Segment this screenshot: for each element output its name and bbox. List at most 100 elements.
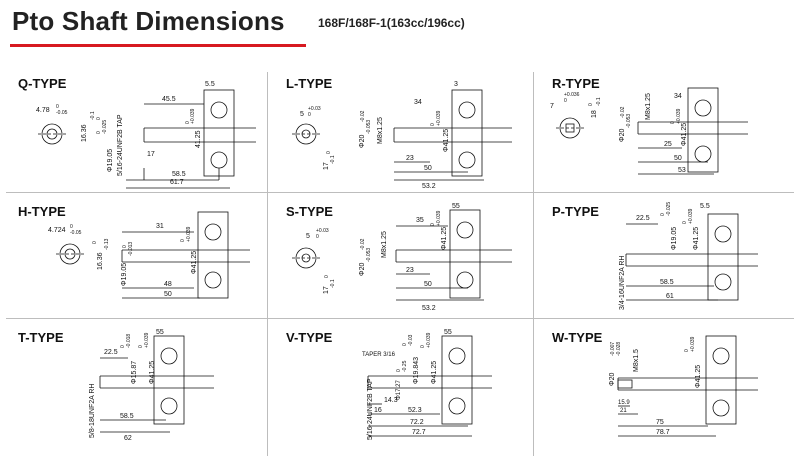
h-type-drawing: 4.724 -0.05 0 16.36 -0.13 0 Φ19.05 -0.01… xyxy=(48,211,250,299)
w-mid-a: 15.9 xyxy=(618,400,630,406)
s-d2-tol: -0.1 xyxy=(330,279,336,288)
panel-v-type: V-TYPE TAPER 3/16 5/16-24UNF2B TAP Φ17.2… xyxy=(272,322,534,444)
type-label: T-TYPE xyxy=(18,330,64,345)
l-d1: 5 xyxy=(300,111,304,118)
s-top-b: 55 xyxy=(452,203,460,210)
panel-h-type: H-TYPE 4.724 -0.05 0 16.36 -0.13 0 Φ19.0… xyxy=(4,196,266,318)
r-thread: M8x1.25 xyxy=(645,93,652,120)
dimension-grid: Q-TYPE 4.78 -0.05 0 16.36 -0.1 0 Φ19.05 … xyxy=(0,68,800,458)
h-d1-tol2: 0 xyxy=(70,224,73,230)
v-d-b: Φ41.25 xyxy=(431,361,438,384)
s-d-a-tol2: -0.02 xyxy=(360,238,366,250)
h-d2-tol: -0.13 xyxy=(104,238,110,250)
s-d-b: Φ41.25 xyxy=(441,227,448,250)
p-thread: 3/4-16UNF2A RH xyxy=(619,256,626,310)
r-d2-tol: -0.1 xyxy=(596,97,602,106)
l-type-drawing: 5 +0.03 0 17 -0.1 0 Φ20 -0.053 -0.02 M8x… xyxy=(292,81,512,190)
l-thread: M8x1.25 xyxy=(377,117,384,144)
t-type-drawing: 5/8-18UNF2A RH Φ15.87 -0.018 0 Φ41.25 +0… xyxy=(89,329,214,442)
r-d-a: Φ20 xyxy=(619,129,626,142)
p-d-a-tol2: 0 xyxy=(660,213,666,216)
s-d-b-tol2: 0 xyxy=(430,223,436,226)
q-top-a: 45.5 xyxy=(162,96,176,103)
w-d-b-tol2: 0 xyxy=(684,349,690,352)
q-thread: 5/16-24UNF2B TAP xyxy=(117,114,124,176)
q-d1: 4.78 xyxy=(36,107,50,114)
l-d-b-tol: +0.039 xyxy=(436,110,442,126)
l-d-b: Φ41.25 xyxy=(443,129,450,152)
t-d-a-tol: -0.018 xyxy=(126,334,132,348)
l-d-b-tol2: 0 xyxy=(430,123,436,126)
h-d-a: Φ19.05 xyxy=(121,263,128,286)
v-d-c: Φ17.27 xyxy=(396,380,402,400)
header: Pto Shaft Dimensions 168F/168F-1(163cc/1… xyxy=(0,0,800,52)
type-label: V-TYPE xyxy=(286,330,333,345)
s-d-a: Φ20 xyxy=(359,263,366,276)
v-d-b-tol: +0.039 xyxy=(426,332,432,348)
r-d-b-tol: +0.039 xyxy=(676,108,682,124)
l-d-a-tol2: -0.02 xyxy=(360,110,366,122)
q-bot-c: 61.7 xyxy=(170,179,184,186)
h-bot-a: 48 xyxy=(164,281,172,288)
p-d-a-tol: -0.025 xyxy=(666,202,672,216)
v-d-c-tol: -0.25 xyxy=(402,360,408,372)
p-top-b: 5.5 xyxy=(700,203,710,210)
w-bot-a: 75 xyxy=(656,419,664,426)
t-d-b-tol2: 0 xyxy=(138,345,144,348)
v-mid-b: 52.3 xyxy=(408,407,422,414)
h-d2-tol2: 0 xyxy=(92,241,98,244)
panel-p-type: P-TYPE 3/4-16UNF2A RH Φ19.05 -0.025 0 Φ4… xyxy=(538,196,800,318)
q-d-a-tol2: 0 xyxy=(96,131,102,134)
h-d-b: Φ41.25 xyxy=(191,251,198,274)
q-bot-a: 17 xyxy=(147,151,155,158)
v-d-b-tol2: 0 xyxy=(420,345,426,348)
h-top-a: 31 xyxy=(156,223,164,230)
s-d1-tol2: 0 xyxy=(316,234,319,240)
panel-t-type: T-TYPE 5/8-18UNF2A RH Φ15.87 -0.018 0 Φ4… xyxy=(4,322,266,444)
l-d1-tol2: 0 xyxy=(308,112,311,118)
w-d-a-tol: -0.028 xyxy=(616,342,622,356)
v-taper: TAPER 3/16 xyxy=(362,352,396,358)
r-d-b: Φ41.25 xyxy=(681,123,688,146)
page-title: Pto Shaft Dimensions xyxy=(12,6,285,36)
r-d1: 7 xyxy=(550,103,554,110)
l-top-a: 34 xyxy=(414,99,422,106)
v-bot-a: 16 xyxy=(374,407,382,414)
s-d-a-tol: -0.053 xyxy=(366,248,372,262)
w-mid-b: 21 xyxy=(620,408,627,414)
panel-w-type: W-TYPE Φ20 -0.028 -0.007 M8x1.5 Φ41.25 +… xyxy=(538,322,800,444)
grid-divider-h2 xyxy=(6,318,794,319)
l-d1-tol: +0.03 xyxy=(308,106,321,112)
q-d2-tol: -0.1 xyxy=(90,111,96,120)
title-underline xyxy=(10,44,306,47)
l-bot-b: 50 xyxy=(424,165,432,172)
l-d-a-tol: -0.053 xyxy=(366,120,372,134)
q-type-drawing: 4.78 -0.05 0 16.36 -0.1 0 Φ19.05 -0.025 … xyxy=(36,81,256,189)
l-bot-c: 53.2 xyxy=(422,183,436,190)
v-bot-b: 72.2 xyxy=(410,419,424,426)
t-d-a-tol2: 0 xyxy=(120,345,126,348)
type-label: W-TYPE xyxy=(552,330,603,345)
r-type-drawing: 7 +0.036 0 18 -0.1 0 Φ20 -0.053 -0.02 M8… xyxy=(550,87,748,175)
r-bot-a: 25 xyxy=(664,141,672,148)
v-d-c-tol2: 0 xyxy=(396,369,402,372)
l-d2-tol2: 0 xyxy=(326,151,332,154)
h-d-b-tol2: 0 xyxy=(180,239,186,242)
p-top-a: 22.5 xyxy=(636,215,650,222)
q-bot-b: 58.5 xyxy=(172,171,186,178)
type-label: R-TYPE xyxy=(552,76,600,91)
type-label: P-TYPE xyxy=(552,204,599,219)
s-thread: M8x1.25 xyxy=(381,231,388,258)
h-d-a-tol2: 0 xyxy=(122,245,128,248)
q-d2-tol2: 0 xyxy=(96,117,102,120)
r-d-a-tol2: -0.02 xyxy=(620,106,626,118)
panel-r-type: R-TYPE 7 +0.036 0 18 -0.1 0 Φ20 -0.053 -… xyxy=(538,68,800,190)
r-d2: 18 xyxy=(591,110,598,118)
h-bot-b: 50 xyxy=(164,291,172,298)
p-d-a: Φ19.05 xyxy=(671,227,678,250)
t-d-a: Φ15.87 xyxy=(131,361,138,384)
q-d-b: 41.25 xyxy=(195,130,202,148)
p-d-b-tol: +0.039 xyxy=(688,208,694,224)
s-type-drawing: 5 +0.03 0 17 -0.1 0 Φ20 -0.053 -0.02 M8x… xyxy=(292,203,512,312)
grid-divider-v2 xyxy=(533,72,534,456)
